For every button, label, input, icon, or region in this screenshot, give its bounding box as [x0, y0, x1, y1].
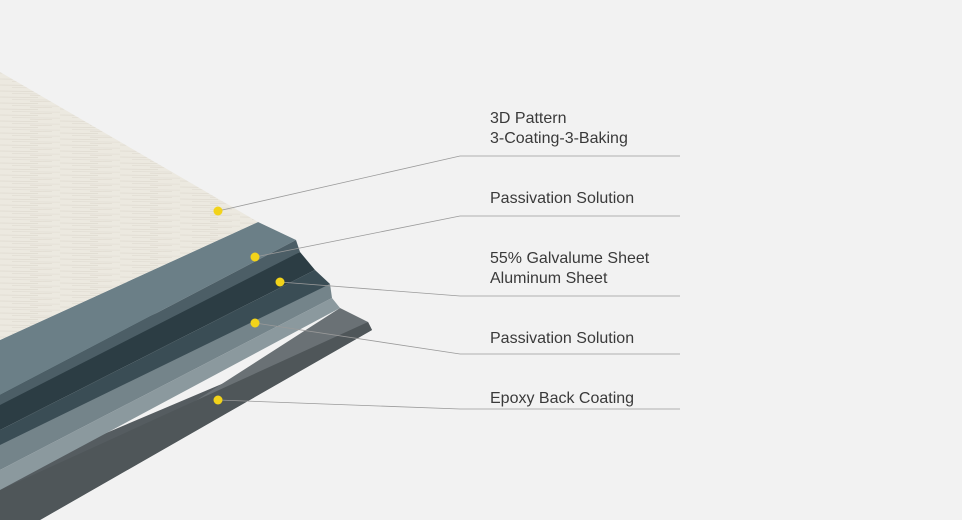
leader-line-1	[217, 155, 680, 212]
leader-line-4	[254, 322, 680, 355]
leader-lines	[217, 155, 680, 410]
pattern-top-layer	[0, 72, 258, 340]
passivation-bottom-layer	[0, 284, 340, 490]
label-line: 3-Coating-3-Baking	[490, 130, 628, 147]
label-line: Passivation Solution	[490, 190, 635, 207]
label-line: Passivation Solution	[490, 330, 635, 347]
leader-line-5	[217, 399, 680, 410]
layer-marker-dot	[250, 252, 260, 262]
layer-marker-dot	[250, 318, 260, 328]
label-3d-pattern: 3D Pattern 3-Coating-3-Baking	[490, 109, 628, 149]
layer-marker-dot	[213, 206, 223, 216]
label-line: 55% Galvalume Sheet	[490, 250, 650, 267]
layer-marker-dot	[275, 277, 285, 287]
layer-marker-dot	[213, 395, 223, 405]
passivation-top-layer	[0, 222, 300, 405]
label-epoxy-back-coating: Epoxy Back Coating	[490, 389, 634, 409]
label-line: Epoxy Back Coating	[490, 390, 635, 407]
leader-line-2	[254, 215, 680, 258]
label-galvalume-aluminum: 55% Galvalume Sheet Aluminum Sheet	[490, 249, 649, 289]
label-line: 3D Pattern	[490, 110, 567, 127]
epoxy-back-coating-layer	[0, 308, 372, 520]
steel-core-layer	[0, 252, 330, 445]
label-passivation-bottom: Passivation Solution	[490, 329, 634, 349]
label-line: Aluminum Sheet	[490, 270, 608, 287]
leader-line-3	[279, 281, 680, 297]
label-passivation-top: Passivation Solution	[490, 189, 634, 209]
